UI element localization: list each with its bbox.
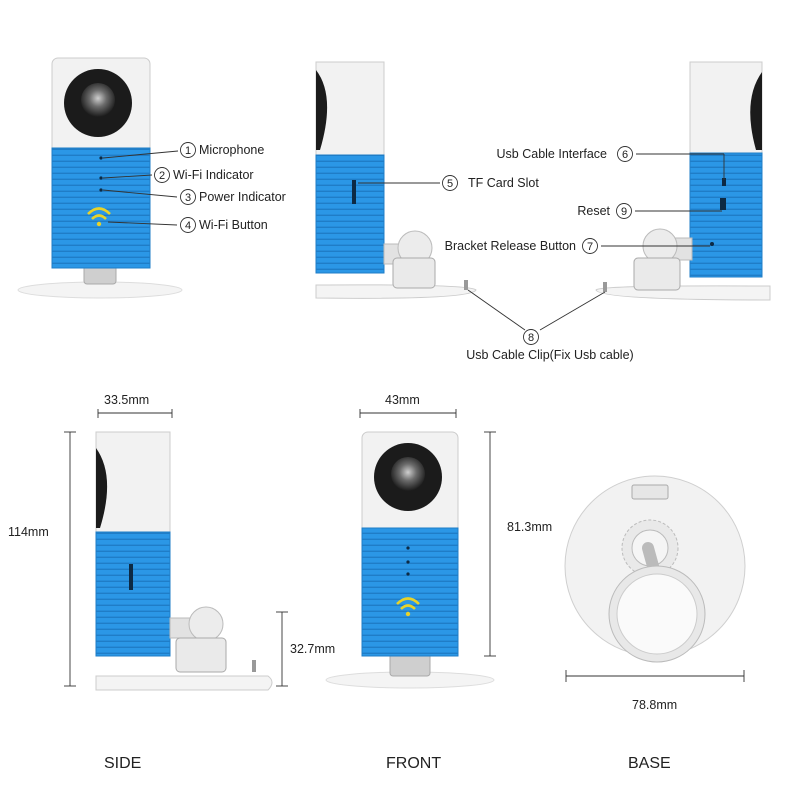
front-view-camera: [325, 431, 495, 689]
view-label-front: FRONT: [386, 755, 441, 772]
callout-label: Reset: [577, 204, 610, 218]
callout-6: 6 Usb Cable Interface: [497, 146, 633, 162]
front-width-label: 43mm: [385, 393, 420, 407]
callout-number: 2: [159, 170, 165, 182]
callout-number-circle: [154, 167, 170, 183]
callout-label: Bracket Release Button: [445, 239, 576, 253]
callout-number-circle: [617, 146, 633, 162]
callout-label: Power Indicator: [199, 190, 286, 204]
back-callout-list: 5 TF Card Slot 6 Usb Cable Interface 9 Reset 7…: [442, 146, 634, 362]
lens: [81, 83, 115, 117]
base-diameter-label: 78.8mm: [632, 698, 677, 712]
callout-9: 9 Reset: [577, 203, 632, 219]
callout-number: 3: [185, 192, 191, 204]
callout-number: 4: [185, 220, 191, 232]
callout-number-circle: [180, 189, 196, 205]
view-label-base: BASE: [628, 755, 671, 772]
front-callout-list: 1 Microphone 2 Wi-Fi Indicator 3 Power Indica…: [154, 142, 286, 233]
side-width-label: 33.5mm: [104, 393, 149, 407]
callout-4: 4 Wi-Fi Button: [180, 217, 268, 233]
callout-number-circle: [616, 203, 632, 219]
front-height-label: 81.3mm: [507, 520, 552, 534]
side-height-label: 114mm: [8, 525, 49, 539]
callout-number-circle: [523, 329, 539, 345]
callout-number-circle: [180, 142, 196, 158]
callout-label: Wi-Fi Button: [199, 218, 268, 232]
view-label-side: SIDE: [104, 755, 141, 772]
callout-number: 9: [621, 206, 627, 218]
callout-number: 6: [622, 149, 628, 161]
callout-7: 7 Bracket Release Button: [445, 238, 598, 254]
callout-label: Microphone: [199, 143, 264, 157]
callout-number-circle: [180, 217, 196, 233]
callout-number-circle: [442, 175, 458, 191]
callout-label: TF Card Slot: [468, 176, 539, 190]
callout-number-circle: [582, 238, 598, 254]
wifi-icon: [87, 207, 111, 227]
callout-number: 8: [528, 332, 534, 344]
back-view-right-camera: [595, 61, 771, 301]
callout-number: 5: [447, 178, 453, 190]
bracket-right: [633, 228, 693, 291]
side-base-height-label: 32.7mm: [290, 642, 335, 656]
front-callout-camera: [17, 57, 183, 299]
callout-1: 1 Microphone: [180, 142, 264, 158]
side-view-camera: [95, 431, 273, 691]
callout-number: 7: [587, 241, 593, 253]
back-view-left-camera: [315, 61, 477, 299]
callout-3: 3 Power Indicator: [180, 189, 286, 205]
tf-card-slot: [352, 180, 356, 204]
callout-label: Usb Cable Clip(Fix Usb cable): [466, 348, 633, 362]
callout-label: Usb Cable Interface: [497, 147, 608, 161]
callout-2: 2 Wi-Fi Indicator: [154, 167, 254, 183]
callout-label: Wi-Fi Indicator: [173, 168, 254, 182]
bracket: [383, 230, 436, 289]
base-view: [564, 475, 746, 663]
callout-number: 1: [185, 145, 191, 157]
callout-5: 5 TF Card Slot: [442, 175, 539, 191]
